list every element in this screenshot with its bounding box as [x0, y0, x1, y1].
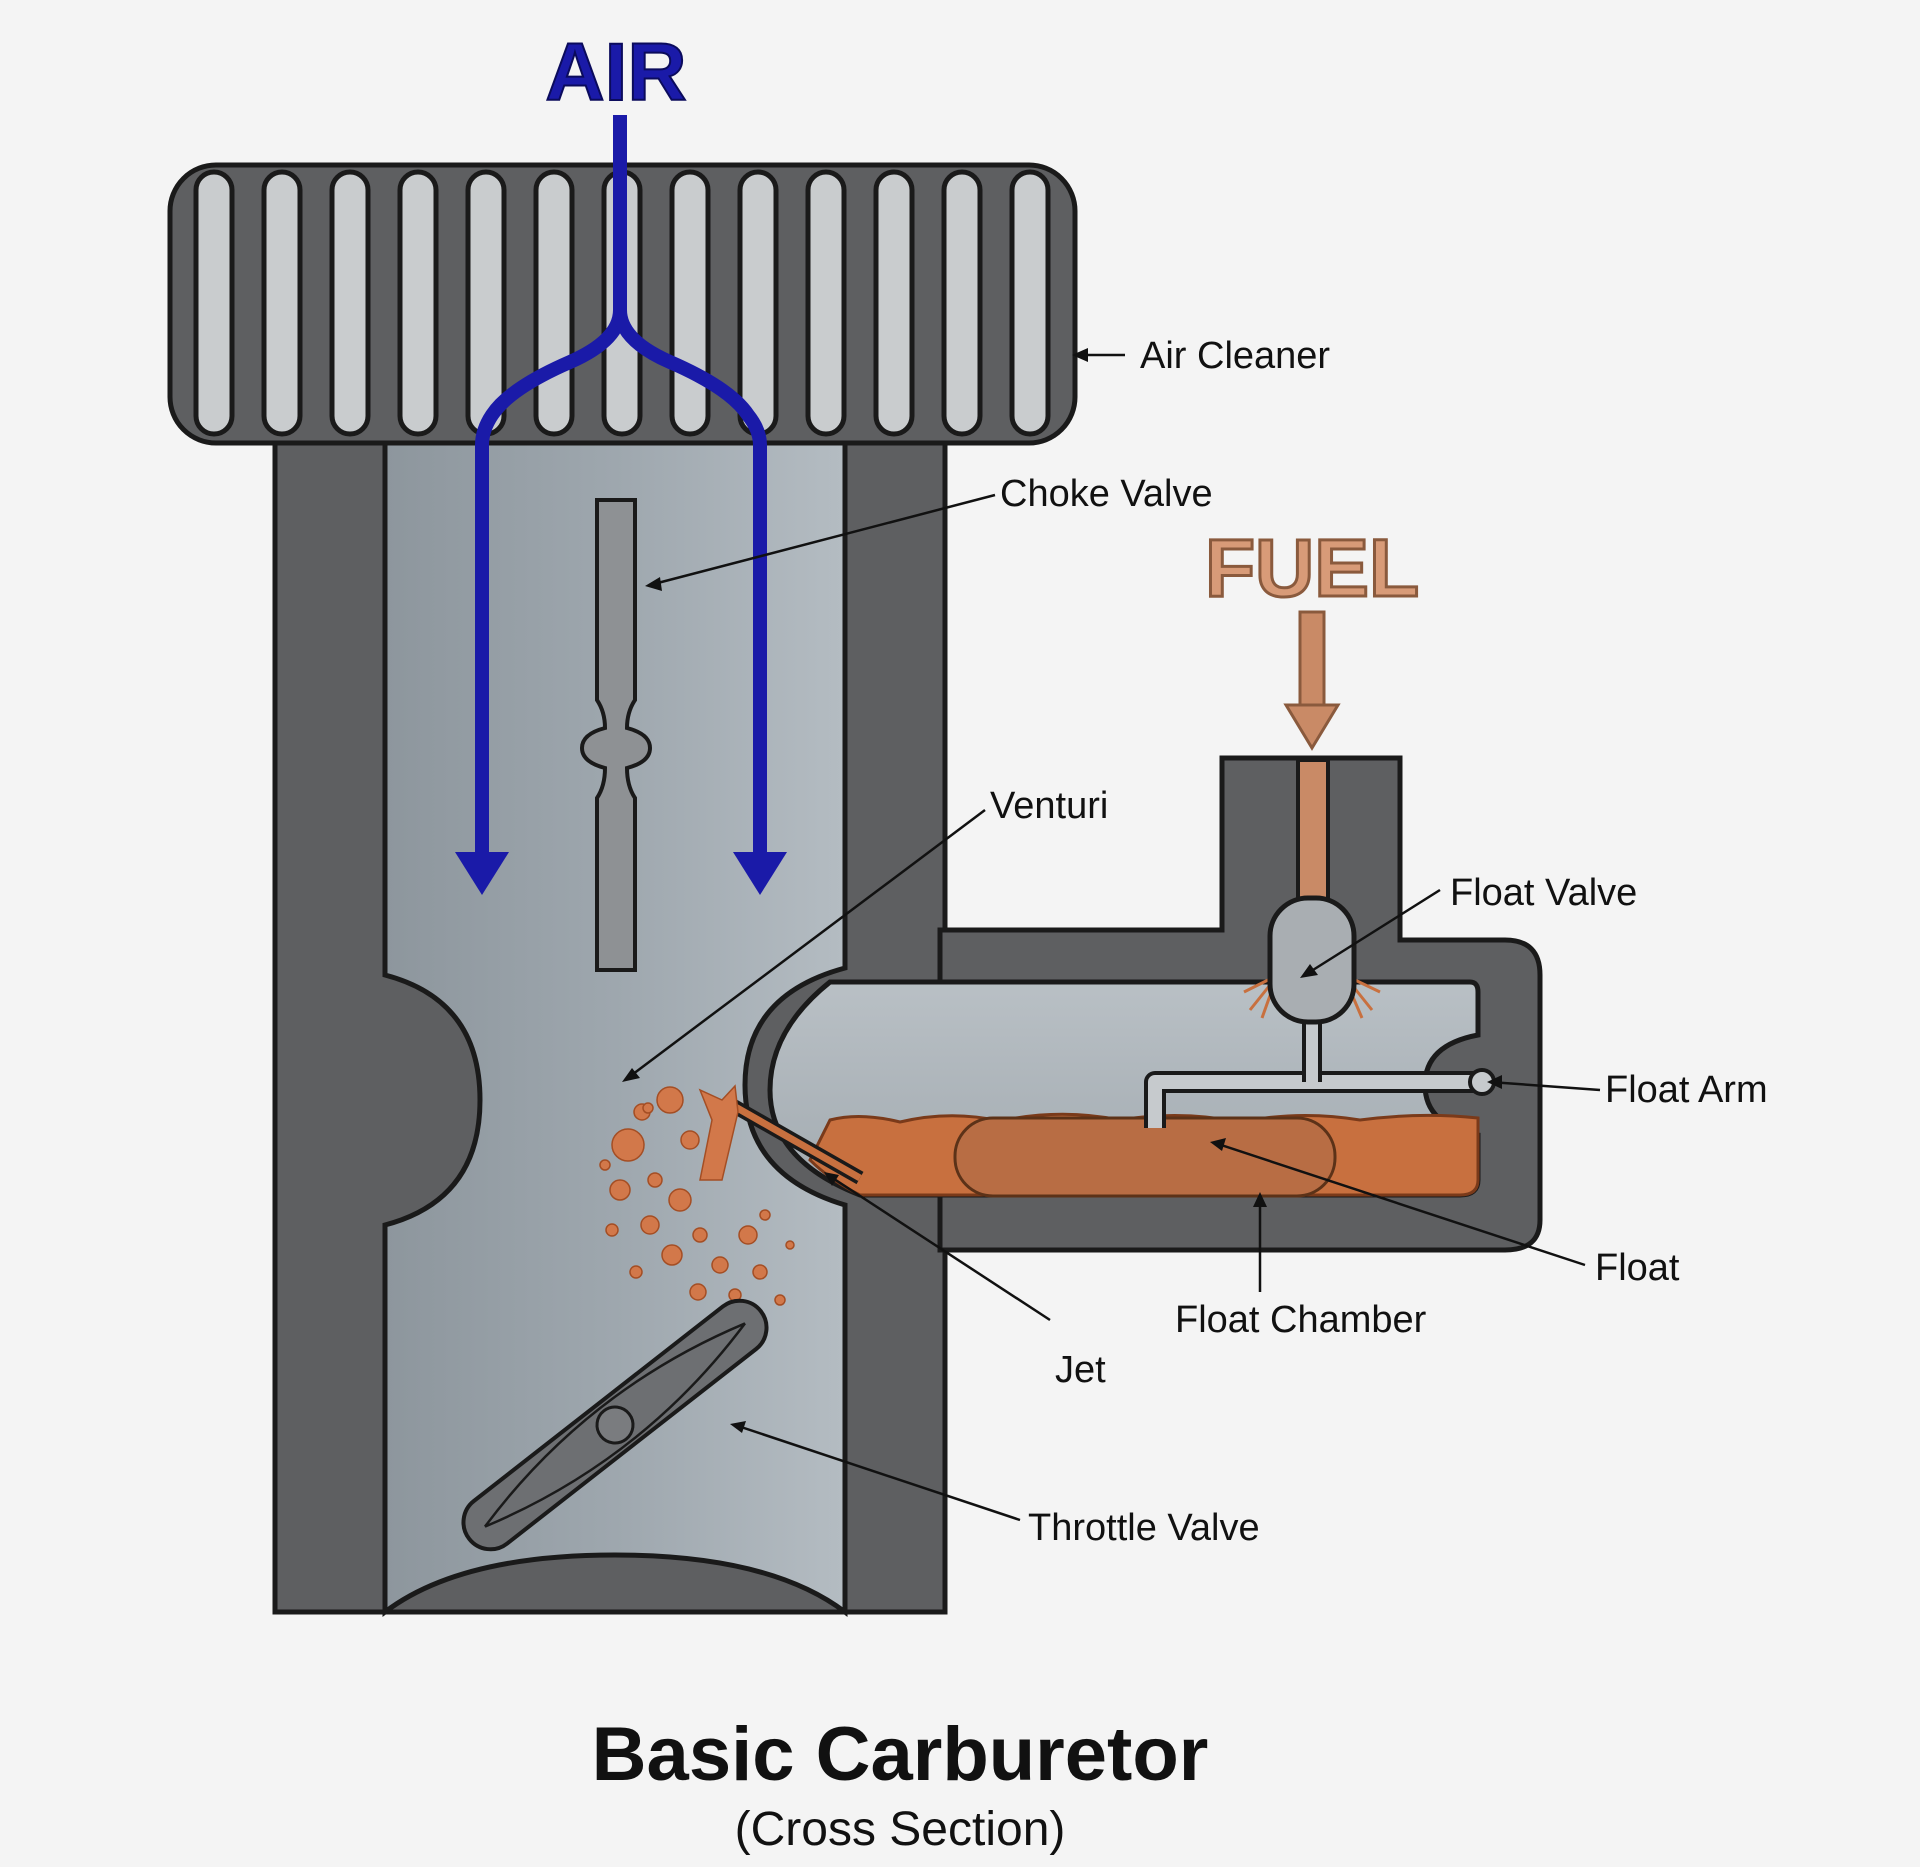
float-valve	[1243, 895, 1381, 1025]
choke-valve-plate	[579, 498, 653, 972]
fuel-spray	[599, 1084, 795, 1306]
fuel-inlet-arrow	[1283, 610, 1341, 751]
float-arm	[1144, 1020, 1496, 1128]
label-jet: Jet	[1055, 1349, 1106, 1391]
leader-lines	[622, 348, 1601, 1522]
air-arrowhead-right	[733, 852, 787, 895]
label-float-valve: Float Valve	[1450, 872, 1637, 914]
label-venturi: Venturi	[990, 785, 1108, 827]
jet-tube	[728, 1098, 864, 1185]
air-input-label: AIR	[545, 27, 686, 118]
air-flow-arrows	[475, 115, 767, 860]
label-throttle-valve: Throttle Valve	[1028, 1507, 1260, 1549]
throttle-valve-plate	[461, 1298, 769, 1552]
label-float-chamber: Float Chamber	[1175, 1299, 1427, 1341]
air-arrowhead-left	[455, 852, 509, 895]
label-choke-valve: Choke Valve	[1000, 473, 1213, 515]
diagram-title: Basic Carburetor	[592, 1712, 1209, 1797]
fuel-inlet-passage	[1296, 758, 1330, 912]
label-float: Float	[1595, 1247, 1680, 1289]
diagram-subtitle: (Cross Section)	[735, 1803, 1066, 1856]
float	[953, 1116, 1337, 1198]
fuel-input-label: FUEL	[1205, 523, 1419, 614]
label-air-cleaner: Air Cleaner	[1140, 335, 1330, 377]
label-float-arm: Float Arm	[1605, 1069, 1768, 1111]
